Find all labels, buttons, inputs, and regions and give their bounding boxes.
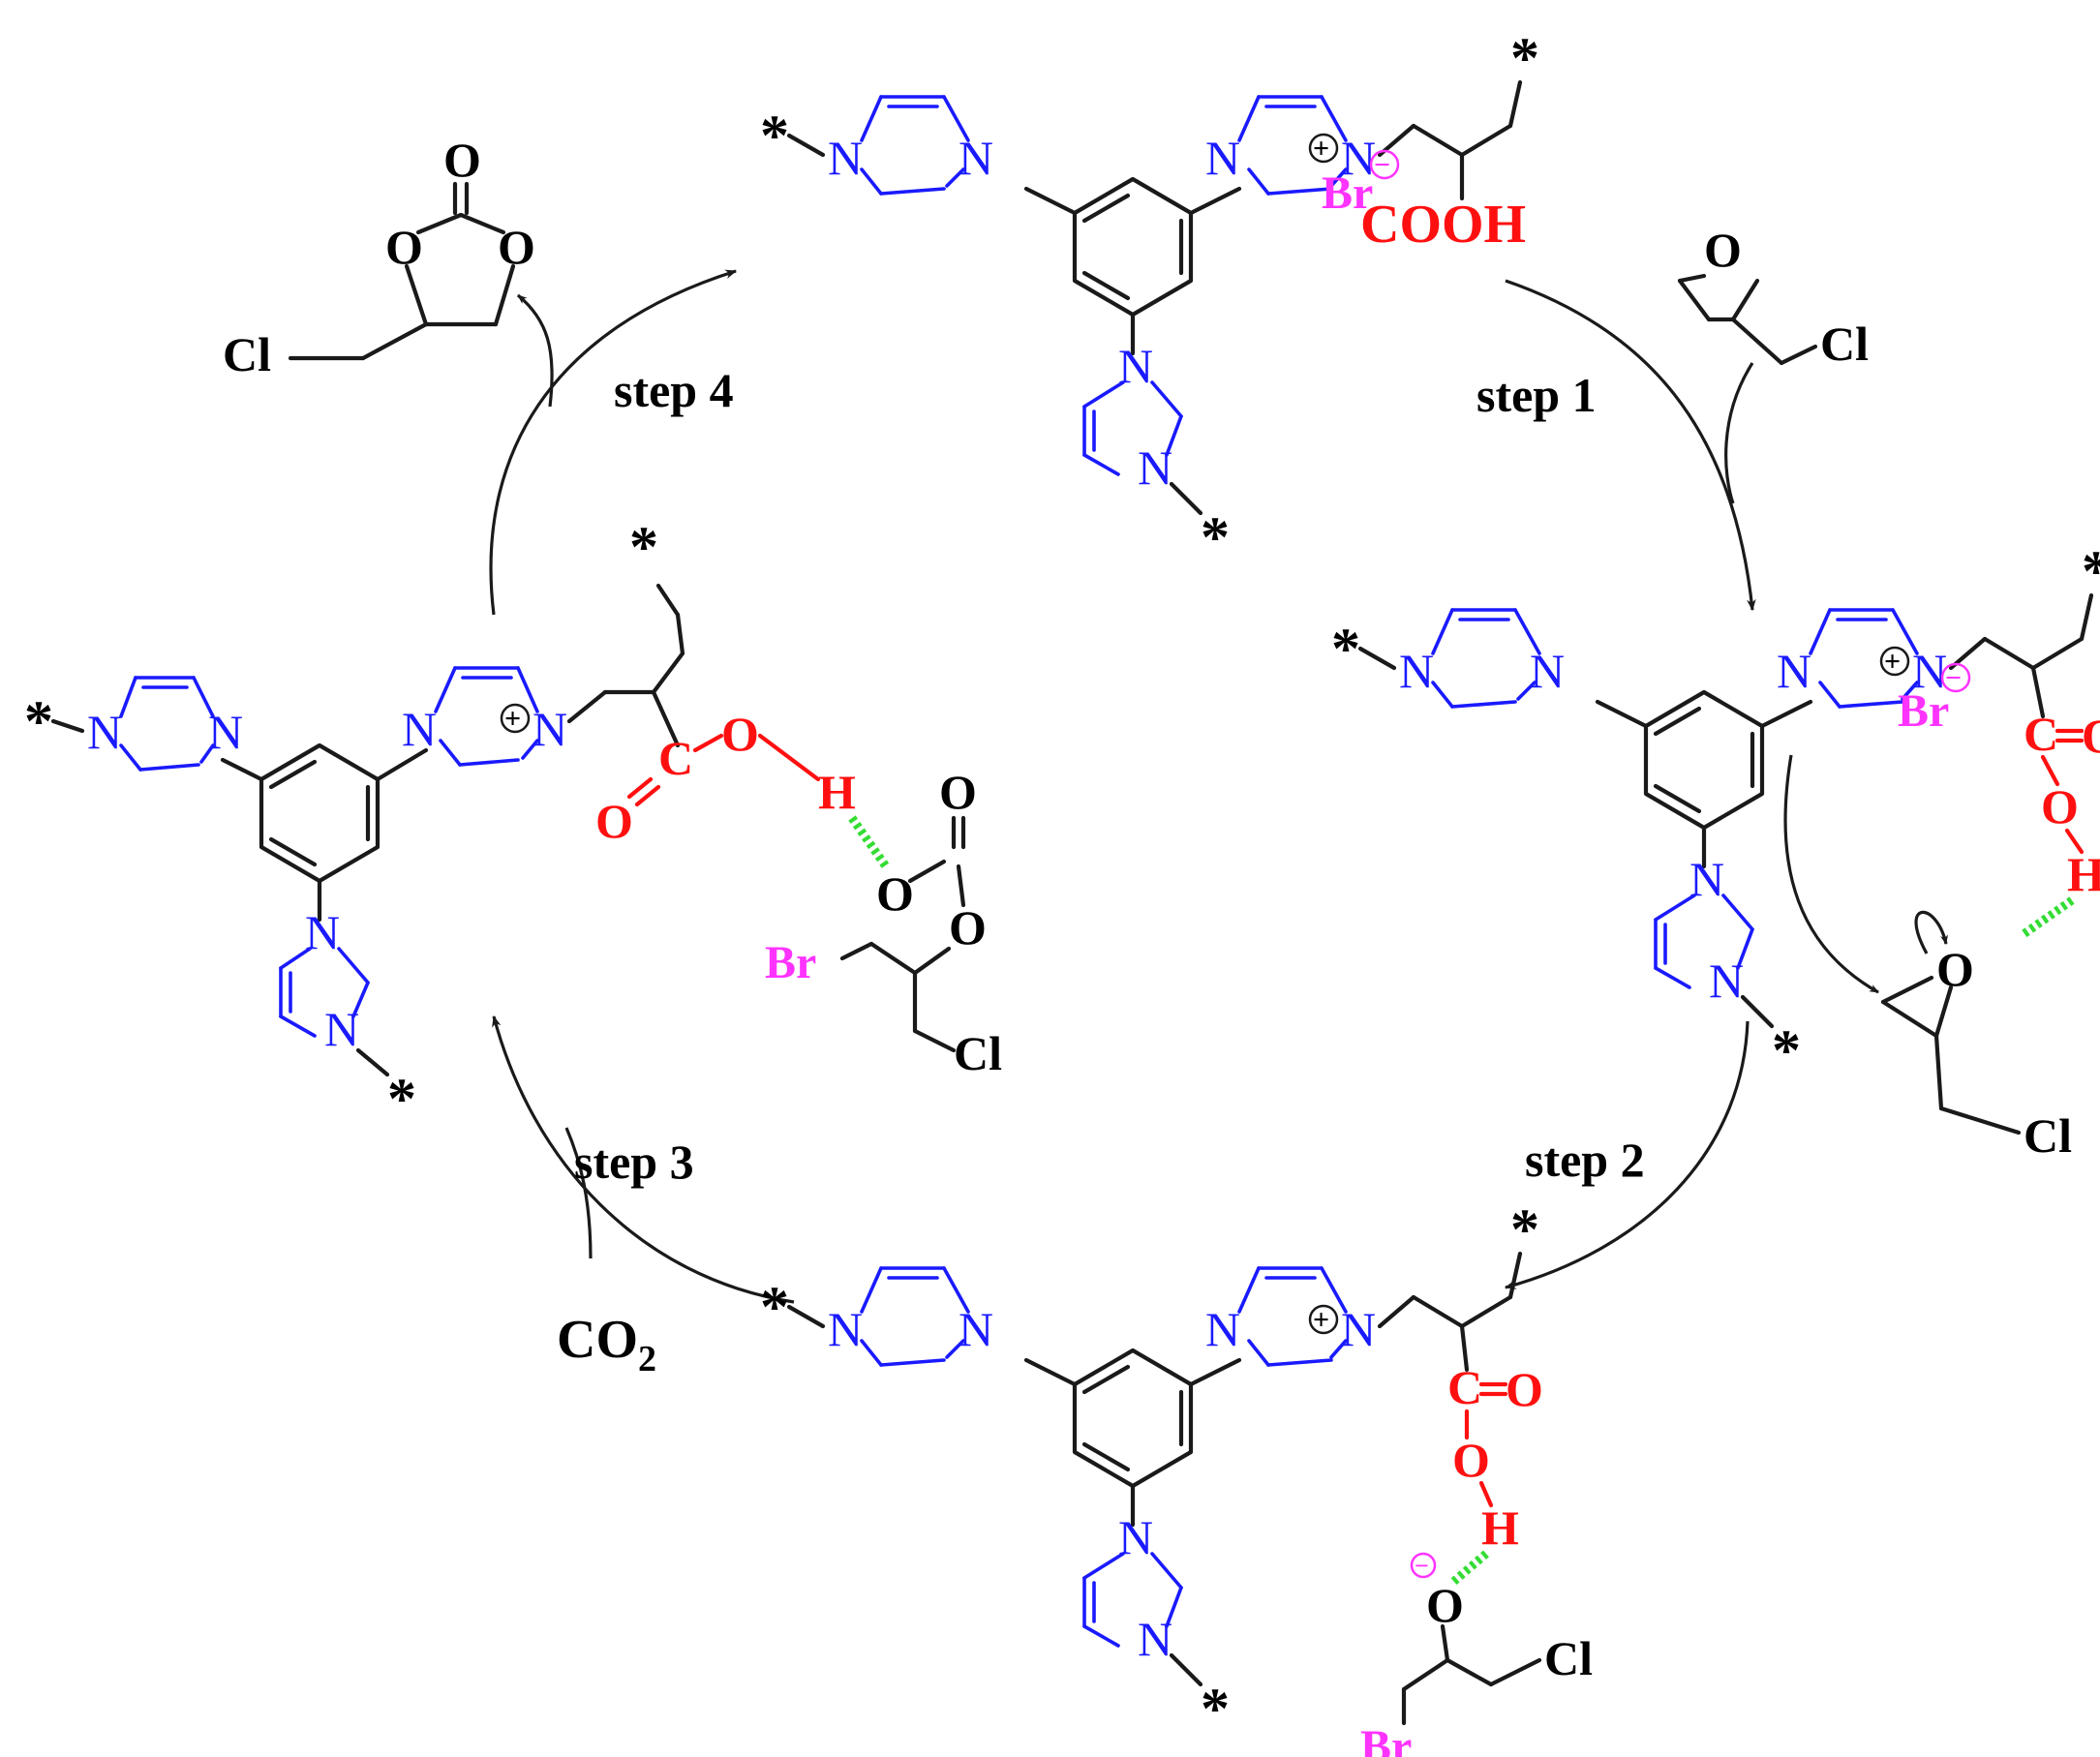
svg-text:Br: Br bbox=[1322, 167, 1373, 219]
svg-text:−: − bbox=[1945, 662, 1962, 694]
svg-text:H: H bbox=[2067, 847, 2100, 901]
cycle-arrows bbox=[489, 269, 1756, 1304]
step2-arrow bbox=[1504, 1020, 1750, 1289]
svg-text:O: O bbox=[1936, 942, 1974, 996]
svg-text:O: O bbox=[385, 220, 423, 274]
step1-arrow bbox=[1505, 279, 1756, 612]
step2-label: step 2 bbox=[1525, 1133, 1645, 1187]
step4-label: step 4 bbox=[614, 363, 734, 417]
svg-text:O: O bbox=[595, 794, 633, 848]
step3-label: step 3 bbox=[574, 1135, 694, 1189]
svg-text:O: O bbox=[1426, 1578, 1464, 1632]
svg-text:N: N bbox=[959, 1302, 993, 1356]
svg-text:C: C bbox=[2024, 707, 2058, 761]
svg-text:N: N bbox=[1709, 954, 1744, 1008]
svg-text:−: − bbox=[1374, 149, 1390, 181]
svg-text:Cl: Cl bbox=[954, 1026, 1002, 1080]
step4-product-arrow bbox=[516, 293, 554, 408]
svg-text:N: N bbox=[1138, 1612, 1172, 1666]
step3-co2-join-arrow bbox=[564, 1127, 593, 1259]
svg-text:−: − bbox=[1415, 1552, 1429, 1580]
svg-text:H: H bbox=[818, 765, 856, 819]
svg-text:N: N bbox=[1118, 1510, 1153, 1564]
svg-text:N: N bbox=[1530, 644, 1565, 698]
svg-text:+: + bbox=[1884, 646, 1901, 678]
svg-text:O: O bbox=[498, 220, 535, 274]
svg-text:N: N bbox=[1399, 644, 1434, 698]
step4-arrow bbox=[489, 269, 738, 616]
svg-text:*: * bbox=[760, 104, 789, 167]
svg-text:C: C bbox=[658, 731, 693, 785]
svg-text:Br: Br bbox=[765, 937, 816, 988]
svg-text:O: O bbox=[2082, 709, 2100, 763]
svg-text:N: N bbox=[1138, 440, 1172, 495]
svg-text:O: O bbox=[876, 866, 914, 921]
svg-text:O: O bbox=[1704, 223, 1742, 277]
carbonate-intermediate-complex: N N * N N + * C O O H O bbox=[24, 515, 1002, 1131]
svg-text:*: * bbox=[760, 1275, 789, 1339]
svg-text:O: O bbox=[939, 765, 977, 819]
catalyst-resting-state: N N * N N + * COOH Br − bbox=[760, 26, 1539, 569]
svg-text:COOH: COOH bbox=[1360, 195, 1526, 255]
svg-text:N: N bbox=[533, 702, 567, 756]
svg-text:+: + bbox=[504, 703, 521, 735]
svg-text:*: * bbox=[629, 515, 658, 579]
svg-text:Cl: Cl bbox=[223, 327, 271, 381]
svg-text:N: N bbox=[1912, 644, 1947, 698]
svg-text:N: N bbox=[87, 705, 122, 759]
svg-text:N: N bbox=[1341, 131, 1376, 185]
svg-text:*: * bbox=[1201, 1677, 1230, 1741]
svg-text:*: * bbox=[1331, 617, 1360, 681]
step3-arrow bbox=[492, 1015, 795, 1304]
svg-text:*: * bbox=[1201, 505, 1230, 569]
svg-text:*: * bbox=[24, 689, 53, 753]
epoxide-reagent: O Cl bbox=[1677, 223, 1869, 371]
svg-text:O: O bbox=[2041, 779, 2079, 833]
step1-epoxide-join-arrow bbox=[1724, 362, 1754, 504]
ring-opened-alkoxide-complex: N N * N N + * C O O H O − bbox=[760, 1197, 1593, 1757]
svg-text:N: N bbox=[1205, 131, 1240, 185]
svg-text:N: N bbox=[208, 705, 243, 759]
svg-text:Br: Br bbox=[1898, 685, 1949, 737]
epoxide-activated-complex: N N * N N + * Br − C O O H bbox=[1331, 539, 2100, 1082]
svg-text:N: N bbox=[1205, 1302, 1240, 1356]
svg-text:Cl: Cl bbox=[1544, 1631, 1593, 1685]
cyclic-carbonate-product: O O O Cl bbox=[223, 133, 535, 381]
svg-text:O: O bbox=[1452, 1433, 1490, 1487]
svg-text:O: O bbox=[949, 900, 987, 954]
svg-text:O: O bbox=[443, 133, 481, 187]
svg-text:N: N bbox=[305, 905, 340, 959]
activated-epoxide: O Cl bbox=[1783, 754, 2072, 1163]
svg-text:N: N bbox=[1341, 1302, 1376, 1356]
svg-text:*: * bbox=[2082, 539, 2100, 603]
svg-text:N: N bbox=[959, 131, 993, 185]
svg-text:N: N bbox=[1118, 339, 1153, 393]
svg-text:*: * bbox=[1510, 26, 1539, 90]
svg-text:N: N bbox=[828, 1302, 863, 1356]
svg-text:C: C bbox=[1447, 1360, 1482, 1414]
svg-text:*: * bbox=[1510, 1197, 1539, 1261]
svg-text:N: N bbox=[1689, 852, 1724, 906]
svg-text:*: * bbox=[1772, 1018, 1801, 1082]
svg-text:*: * bbox=[387, 1067, 416, 1131]
svg-text:N: N bbox=[402, 702, 437, 756]
svg-text:O: O bbox=[721, 707, 759, 761]
svg-text:N: N bbox=[324, 1002, 359, 1056]
svg-text:N: N bbox=[1777, 644, 1811, 698]
co2-reagent: CO2 bbox=[557, 1310, 656, 1379]
svg-text:Cl: Cl bbox=[1820, 317, 1869, 371]
step1-label: step 1 bbox=[1476, 368, 1597, 422]
svg-text:H: H bbox=[1481, 1500, 1519, 1555]
svg-text:N: N bbox=[828, 131, 863, 185]
svg-text:O: O bbox=[1506, 1362, 1543, 1416]
svg-text:+: + bbox=[1313, 133, 1329, 165]
svg-text:Br: Br bbox=[1360, 1721, 1412, 1757]
svg-text:Cl: Cl bbox=[2024, 1108, 2072, 1163]
co2-label: CO2 bbox=[557, 1310, 656, 1379]
svg-text:+: + bbox=[1313, 1304, 1329, 1336]
